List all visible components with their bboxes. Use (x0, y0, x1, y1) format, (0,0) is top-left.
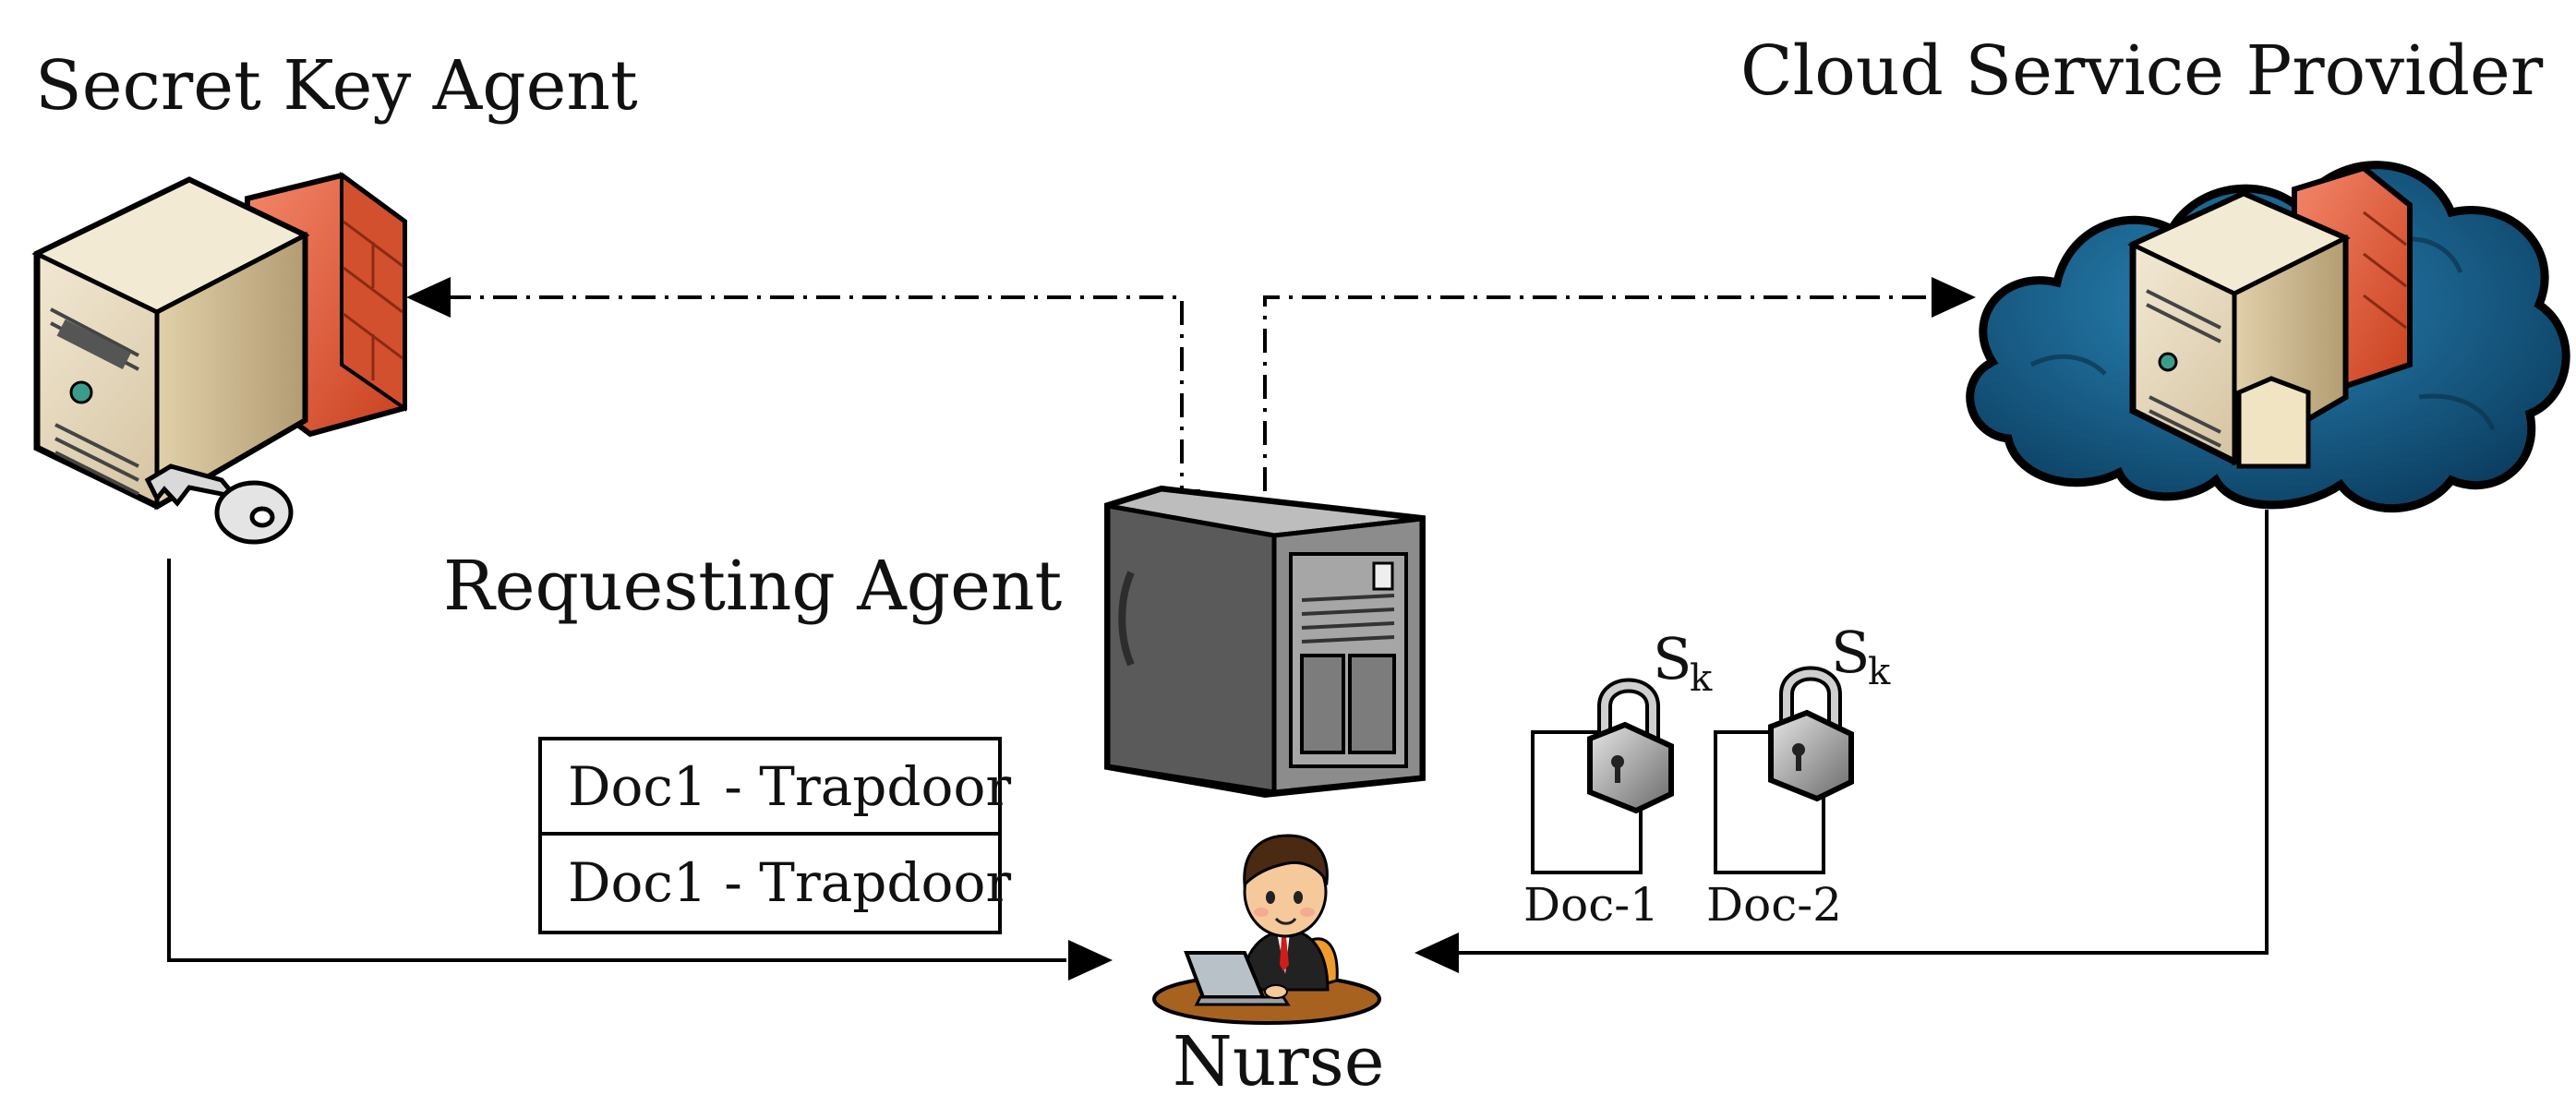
document-label: Doc-1 (1523, 878, 1659, 932)
padlock-icon (1587, 678, 1674, 814)
secret-key-subscript: k (1868, 651, 1891, 693)
request-to-secret-key-agent-arrow (406, 277, 1200, 493)
secret-key-label: S (1653, 625, 1691, 692)
request-to-cloud-provider-arrow (1263, 277, 1976, 491)
cloud-provider-to-nurse-arrow (1414, 510, 2269, 973)
cloud-service-provider-label: Cloud Service Provider (1740, 31, 2544, 111)
tower-server-icon (1104, 485, 1426, 799)
trapdoor-row: Doc1 - Trapdoor (568, 851, 1011, 914)
secret-key-subscript: k (1690, 657, 1713, 700)
document-doc-1: S k Doc-1 (1523, 625, 1713, 932)
secret-key-label: S (1831, 619, 1870, 686)
secret-key-agent-to-nurse-arrow (167, 559, 1113, 981)
person-at-laptop-icon (1152, 834, 1381, 1025)
document-label: Doc-2 (1706, 878, 1842, 932)
nurse-label: Nurse (1173, 1022, 1385, 1101)
cloud-server-icon (1966, 161, 2570, 513)
document-doc-2: S k Doc-2 (1706, 619, 1891, 932)
trapdoor-table: Doc1 - Trapdoor Doc1 - Trapdoor (538, 737, 1011, 934)
padlock-icon (1768, 666, 1854, 802)
server-with-firewall-and-key-icon (31, 172, 407, 545)
requesting-agent-label: Requesting Agent (443, 547, 1063, 626)
trapdoor-row: Doc1 - Trapdoor (568, 755, 1011, 818)
secret-key-agent-label: Secret Key Agent (35, 46, 638, 126)
